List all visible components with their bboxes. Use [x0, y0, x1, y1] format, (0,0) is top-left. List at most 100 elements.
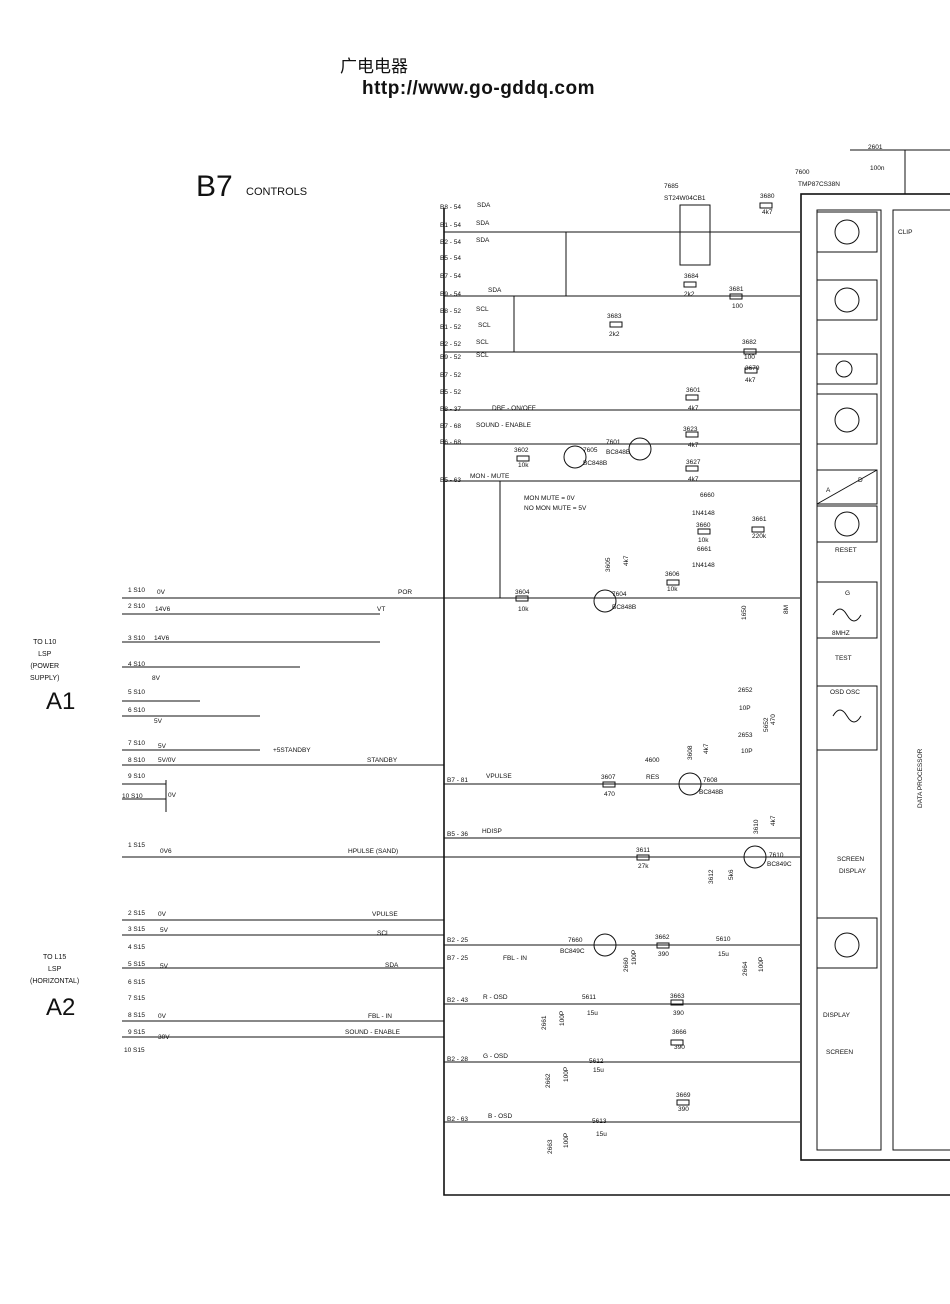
bus-sig-3: SDA	[476, 237, 490, 244]
s10-wiring	[122, 597, 444, 812]
connector-a2-label: A2	[46, 994, 76, 1021]
s10-pin-10: 10 S10	[122, 793, 143, 800]
bus-ref-13: B8 - 37	[440, 406, 461, 413]
header-url: http://www.go-gddq.com	[362, 78, 595, 99]
a1-side-2: LSP	[38, 651, 52, 658]
t6-ref: 7660	[568, 937, 583, 944]
svg-text:3681: 3681	[729, 286, 744, 293]
s10-pin-9: 9 S10	[128, 773, 145, 780]
svg-text:2k2: 2k2	[684, 291, 695, 298]
t1-part: BC848B	[583, 460, 607, 467]
svg-text:3607: 3607	[601, 774, 616, 781]
t2-part: BC848B	[606, 449, 630, 456]
lower-ref-2: B5 - 36	[447, 831, 468, 838]
svg-text:3680: 3680	[760, 193, 775, 200]
a1-side-3: (POWER	[30, 663, 60, 670]
svg-text:3605: 3605	[605, 557, 612, 572]
bus-ref-2: B1 - 54	[440, 222, 461, 229]
bus-ref-11: B7 - 52	[440, 372, 461, 379]
svg-text:15u: 15u	[593, 1067, 604, 1074]
svg-text:3610: 3610	[753, 819, 760, 834]
t4-part: BC848B	[699, 789, 723, 796]
svg-text:3679: 3679	[745, 365, 760, 372]
svg-text:2664: 2664	[742, 961, 749, 976]
svg-text:10P: 10P	[741, 748, 753, 755]
svg-text:4k7: 4k7	[688, 405, 699, 412]
sheet-subtitle: CONTROLS	[246, 186, 308, 198]
t6-part: BC849C	[560, 948, 585, 955]
block-display-2: DISPLAY	[823, 1012, 851, 1019]
lower-ref-7: B2 - 63	[447, 1116, 468, 1123]
bus-sig-8: SCL	[478, 322, 491, 329]
signal-wires	[444, 231, 800, 1123]
svg-text:100P: 100P	[631, 950, 638, 965]
s10-pin-8: 8 S10	[128, 757, 145, 764]
svg-text:10k: 10k	[667, 586, 678, 593]
lower-sig-2: HDISP	[482, 828, 502, 835]
svg-text:2601: 2601	[868, 144, 883, 151]
svg-text:RES: RES	[646, 774, 660, 781]
lower-ref-6: B2 - 28	[447, 1056, 468, 1063]
svg-text:27k: 27k	[638, 863, 649, 870]
t4-ref: 7608	[703, 777, 718, 784]
svg-text:390: 390	[658, 951, 669, 958]
s15-pin-5: 5 S15	[128, 961, 145, 968]
bus-ref-1: B8 - 54	[440, 204, 461, 211]
lower-sig-1: VPULSE	[486, 773, 512, 780]
s10-pin-2: 2 S10	[128, 603, 145, 610]
svg-text:4k7: 4k7	[688, 476, 699, 483]
lower-ref-5: B2 - 43	[447, 997, 468, 1004]
transistor-7605	[563, 445, 587, 469]
block-8mhz: 8MHZ	[832, 630, 850, 637]
s15-net-8: FBL - IN	[368, 1013, 392, 1020]
svg-text:2660: 2660	[623, 957, 630, 972]
svg-text:15u: 15u	[587, 1010, 598, 1017]
svg-text:100P: 100P	[563, 1067, 570, 1082]
svg-text:15u: 15u	[596, 1131, 607, 1138]
s15-v-5: 5V	[160, 963, 169, 970]
svg-text:100: 100	[732, 303, 743, 310]
t1-ref: 7605	[583, 447, 598, 454]
lower-sig-4: FBL - IN	[503, 955, 527, 962]
svg-text:1650: 1650	[741, 605, 748, 620]
bus-ref-12: B5 - 52	[440, 389, 461, 396]
svg-text:4k7: 4k7	[688, 442, 699, 449]
t3-ref: 7604	[612, 591, 627, 598]
lower-ref-4: B7 - 25	[447, 955, 468, 962]
transistor-7608	[678, 772, 702, 796]
svg-text:2652: 2652	[738, 687, 753, 694]
transistor-7610	[743, 845, 767, 869]
svg-text:3666: 3666	[672, 1029, 687, 1036]
svg-text:390: 390	[674, 1044, 685, 1051]
s10-v-2: 14V6	[155, 606, 171, 613]
block-display: DISPLAY	[839, 868, 867, 875]
s15-net-3: SCL	[377, 930, 390, 937]
mcu-label: DATA PROCESSOR	[917, 748, 924, 808]
s10-pin-5: 5 S10	[128, 689, 145, 696]
svg-text:3602: 3602	[514, 447, 529, 454]
svg-text:3660: 3660	[696, 522, 711, 529]
note-mon-mute: MON MUTE = 0V	[524, 495, 575, 502]
svg-text:2653: 2653	[738, 732, 753, 739]
s10-v-6: 5V	[154, 718, 163, 725]
bus-sig-6: SDA	[488, 287, 502, 294]
bus-ref-3: B2 - 54	[440, 239, 461, 246]
sheet-title: B7	[196, 170, 233, 203]
bus-ref-4: B5 - 54	[440, 255, 461, 262]
bus-sig-7: SCL	[476, 306, 489, 313]
svg-text:100P: 100P	[559, 1011, 566, 1026]
svg-text:15u: 15u	[718, 951, 729, 958]
block-letter-a: A	[826, 487, 831, 494]
svg-text:5610: 5610	[716, 936, 731, 943]
t5-part: BC849C	[767, 861, 792, 868]
svg-text:3611: 3611	[636, 847, 650, 854]
bus-sig-9: SCL	[476, 339, 489, 346]
bus-ref-14: B7 - 68	[440, 423, 461, 430]
transistor-7660	[593, 933, 617, 957]
svg-text:6661: 6661	[697, 546, 712, 553]
svg-text:3661: 3661	[752, 516, 767, 523]
s15-pin-2: 2 S15	[128, 910, 145, 917]
svg-text:3662: 3662	[655, 934, 670, 941]
s15-pin-3: 3 S15	[128, 926, 145, 933]
